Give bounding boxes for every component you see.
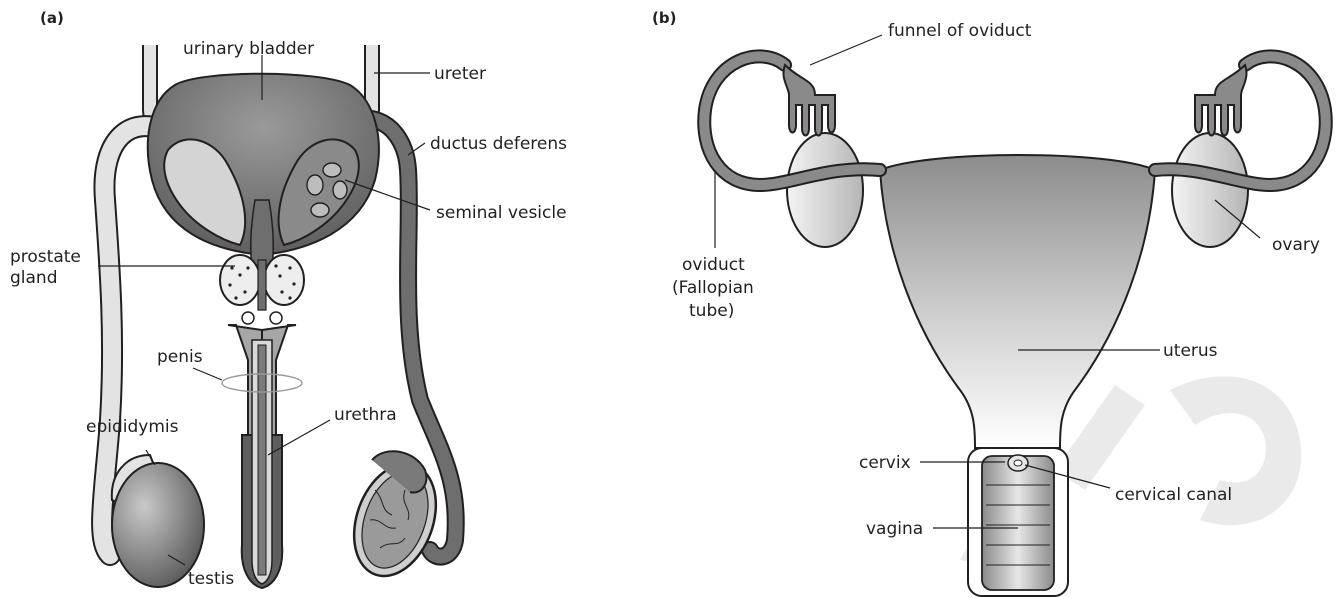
label-ductus-deferens: ductus deferens: [430, 134, 567, 154]
panel-b-title: (b): [652, 9, 676, 27]
label-seminal-vesicle: seminal vesicle: [436, 203, 567, 223]
funnel-of-oviduct-right: [1195, 65, 1247, 136]
label-vagina: vagina: [866, 519, 923, 539]
label-cervix: cervix: [859, 453, 911, 473]
funnel-of-oviduct-left: [783, 65, 835, 136]
testis-cross-section: [339, 451, 450, 587]
label-uterus: uterus: [1163, 341, 1218, 361]
label-cervical-canal: cervical canal: [1115, 485, 1232, 505]
label-prostate-line1: prostate: [10, 247, 81, 267]
label-testis: testis: [188, 569, 234, 589]
label-urinary-bladder: urinary bladder: [183, 39, 314, 59]
penis: [222, 325, 302, 588]
cervical-canal: [1014, 460, 1022, 466]
male-reproductive-system: (a): [10, 9, 567, 589]
label-ureter: ureter: [434, 64, 486, 84]
label-oviduct-line2: (Fallopian: [672, 278, 754, 298]
label-oviduct-line1: oviduct: [682, 255, 745, 275]
label-funnel-of-oviduct: funnel of oviduct: [888, 21, 1032, 41]
label-epididymis: epididymis: [86, 417, 179, 437]
prostate-gland: [220, 255, 304, 324]
ovary-left: [787, 133, 863, 247]
label-penis: penis: [157, 347, 203, 367]
label-urethra: urethra: [334, 405, 397, 425]
panel-a-title: (a): [40, 9, 64, 27]
label-ovary: ovary: [1272, 235, 1320, 255]
vagina: [968, 448, 1068, 596]
label-prostate-line2: gland: [10, 268, 58, 288]
ovary-right: [1172, 133, 1248, 247]
label-oviduct-line3: tube): [689, 301, 734, 321]
